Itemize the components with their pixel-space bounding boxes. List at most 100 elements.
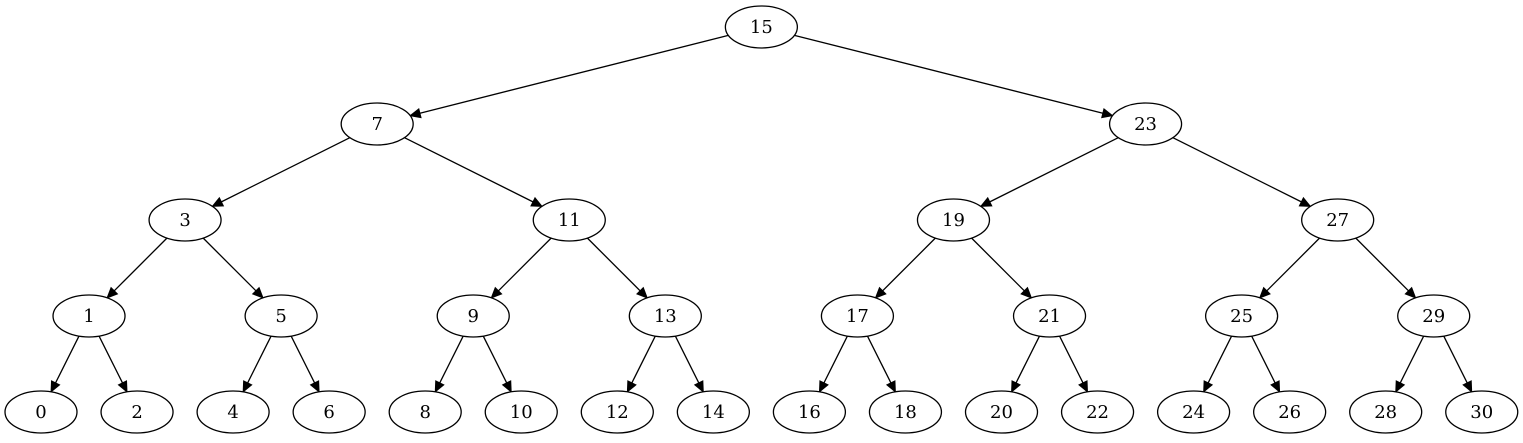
edge-29-28: [1395, 335, 1425, 393]
edge-line: [1059, 335, 1084, 384]
edge-17-16: [818, 335, 848, 393]
node-label: 12: [606, 402, 629, 423]
arrowhead: [117, 380, 128, 393]
arrowhead: [1258, 286, 1271, 299]
node-label: 21: [1038, 306, 1061, 327]
node-1: 1: [52, 294, 126, 338]
edge-27-29: [1355, 237, 1417, 299]
edge-13-14: [674, 335, 704, 393]
node-17: 17: [820, 294, 895, 338]
edge-3-5: [202, 237, 264, 299]
node-ellipse: [1204, 294, 1279, 338]
edge-line: [1443, 335, 1468, 384]
node-16: 16: [772, 390, 847, 434]
node-ellipse: [1301, 198, 1375, 242]
node-ellipse: [1060, 390, 1135, 434]
edge-line: [221, 137, 351, 203]
arrowhead: [636, 286, 649, 299]
edge-line: [439, 335, 464, 384]
arrowhead: [1203, 380, 1214, 393]
node-ellipse: [1156, 390, 1231, 434]
node-ellipse: [1108, 102, 1183, 146]
node-label: 27: [1326, 210, 1349, 231]
arrowhead: [434, 380, 445, 393]
node-label: 8: [419, 402, 430, 423]
node-label: 11: [558, 210, 581, 231]
node-ellipse: [964, 390, 1039, 434]
node-ellipse: [484, 390, 558, 434]
edge-line: [1355, 237, 1409, 292]
node-23: 23: [1108, 102, 1183, 146]
edge-line: [1251, 335, 1276, 384]
node-8: 8: [388, 390, 462, 434]
node-ellipse: [100, 390, 174, 434]
node-21: 21: [1012, 294, 1087, 338]
node-label: 9: [467, 306, 478, 327]
node-ellipse: [196, 390, 270, 434]
arrowhead: [309, 380, 320, 393]
edge-line: [482, 335, 508, 384]
node-label: 22: [1086, 402, 1109, 423]
node-ellipse: [244, 294, 318, 338]
node-3: 3: [148, 198, 222, 242]
node-ellipse: [4, 390, 78, 434]
node-label: 5: [275, 306, 286, 327]
node-ellipse: [820, 294, 895, 338]
node-5: 5: [244, 294, 318, 338]
edge-23-19: [979, 137, 1119, 207]
node-14: 14: [676, 390, 750, 434]
node-ellipse: [1397, 294, 1471, 338]
node-19: 19: [916, 198, 991, 242]
arrowhead: [242, 380, 253, 393]
arrowhead: [409, 107, 422, 119]
arrowhead: [211, 196, 225, 207]
arrowhead: [501, 380, 512, 393]
node-30: 30: [1445, 390, 1519, 434]
arrowhead: [1101, 107, 1114, 119]
node-label: 28: [1374, 402, 1397, 423]
node-18: 18: [868, 390, 943, 434]
arrowhead: [106, 286, 119, 299]
node-label: 23: [1134, 114, 1157, 135]
edge-29-30: [1443, 335, 1473, 393]
arrowhead: [874, 286, 887, 299]
node-label: 26: [1278, 402, 1301, 423]
node-11: 11: [532, 198, 606, 242]
node-label: 24: [1182, 402, 1205, 423]
edge-19-21: [971, 237, 1033, 299]
arrowhead: [1078, 380, 1089, 393]
edge-23-27: [1172, 137, 1312, 207]
node-ellipse: [340, 102, 414, 146]
node-label: 17: [846, 306, 869, 327]
node-ellipse: [628, 294, 702, 338]
edge-13-12: [626, 335, 656, 393]
node-22: 22: [1060, 390, 1135, 434]
edge-25-26: [1251, 335, 1281, 393]
edge-line: [794, 34, 1104, 114]
edge-line: [113, 237, 168, 292]
node-ellipse: [772, 390, 847, 434]
edge-line: [1015, 335, 1041, 384]
edge-line: [404, 137, 534, 203]
node-ellipse: [868, 390, 943, 434]
edge-21-22: [1059, 335, 1089, 393]
arrowhead: [1404, 286, 1417, 299]
node-13: 13: [628, 294, 702, 338]
edge-7-11: [404, 137, 544, 207]
arrowhead: [50, 380, 61, 393]
node-label: 16: [798, 402, 821, 423]
node-2: 2: [100, 390, 174, 434]
node-label: 3: [179, 210, 190, 231]
node-label: 6: [323, 402, 334, 423]
node-9: 9: [436, 294, 510, 338]
arrowhead: [626, 380, 637, 393]
arrowhead: [885, 380, 896, 393]
arrowhead: [490, 286, 503, 299]
node-label: 25: [1230, 306, 1253, 327]
node-ellipse: [1253, 390, 1327, 434]
node-ellipse: [1349, 390, 1423, 434]
node-26: 26: [1253, 390, 1327, 434]
node-10: 10: [484, 390, 558, 434]
edge-15-7: [409, 34, 729, 119]
